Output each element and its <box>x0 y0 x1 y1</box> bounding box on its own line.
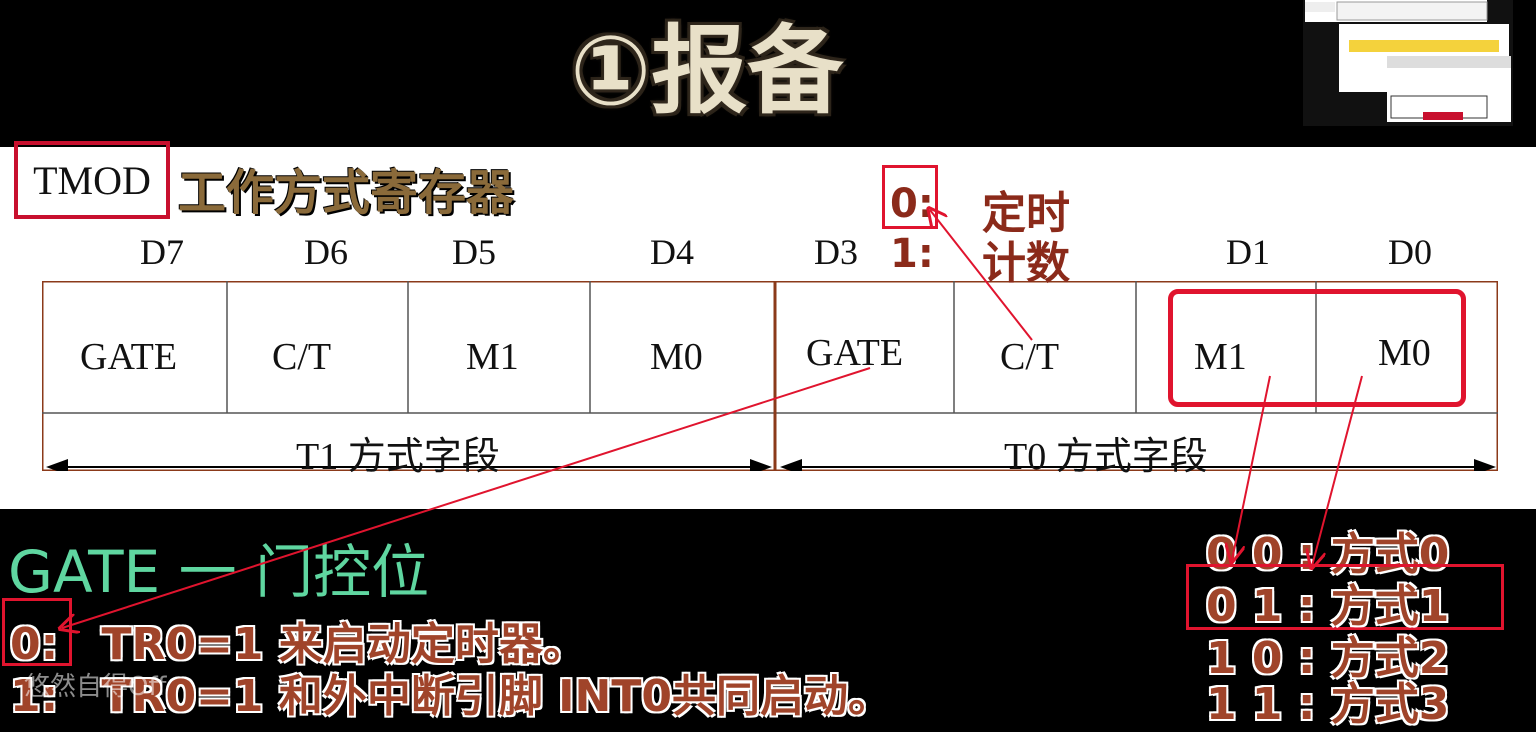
gate-one-line: 1: TR0=1 和外中断引脚 INT0共同启动。 <box>10 660 892 724</box>
cell-t1-gate: GATE <box>80 336 178 378</box>
tmod-caption: 工作方式寄存器 <box>178 165 515 221</box>
gate-one-text: TR0=1 和外中断引脚 INT0共同启动。 <box>101 671 892 722</box>
gate-zero-value: 0: <box>10 619 59 670</box>
ct-one-label: 计数 <box>982 238 1070 289</box>
mode-bits-highlight <box>1168 289 1466 407</box>
cell-t0-m0: M0 <box>1378 332 1431 374</box>
ct-zero-value: 0: <box>890 181 934 227</box>
ct-zero-highlight <box>882 165 938 229</box>
field-t1: T1 方式字段 <box>296 436 500 478</box>
gate-heading: GATE 一 门控位 <box>8 538 430 606</box>
cell-t1-m0: M0 <box>650 336 703 378</box>
mode-row-1: 0 1 : 方式1 <box>1206 581 1450 632</box>
cell-t0-ct: C/T <box>1000 336 1060 378</box>
cell-t0-gate: GATE <box>806 332 904 374</box>
bit-label-d6: D6 <box>304 232 348 272</box>
slide-title: ①报备 <box>570 15 844 127</box>
cell-t0-m1: M1 <box>1194 336 1247 378</box>
bit-label-d1: D1 <box>1226 232 1270 272</box>
gate-one-value: 1: <box>10 671 59 722</box>
thumbnail-preview[interactable] <box>1303 0 1513 126</box>
ct-one-value: 1: <box>890 231 934 277</box>
cell-t1-ct: C/T <box>272 336 332 378</box>
bit-label-d7: D7 <box>140 232 184 272</box>
bit-label-d4: D4 <box>650 232 694 272</box>
mode-row-3: 1 1 : 方式3 <box>1206 679 1450 730</box>
mode-row-2: 1 0 : 方式2 <box>1206 633 1450 684</box>
bit-label-d5: D5 <box>452 232 496 272</box>
tmod-label: TMOD <box>14 141 170 219</box>
cell-t1-m1: M1 <box>466 336 519 378</box>
watermark: 悠然自得Off <box>24 672 167 702</box>
bit-label-d0: D0 <box>1388 232 1432 272</box>
tmod-slide: TMOD 工作方式寄存器 D7 D6 D5 D4 D3 D1 D0 GATE C… <box>0 141 1536 509</box>
field-t0: T0 方式字段 <box>1004 436 1208 478</box>
bit-label-d3: D3 <box>814 232 858 272</box>
